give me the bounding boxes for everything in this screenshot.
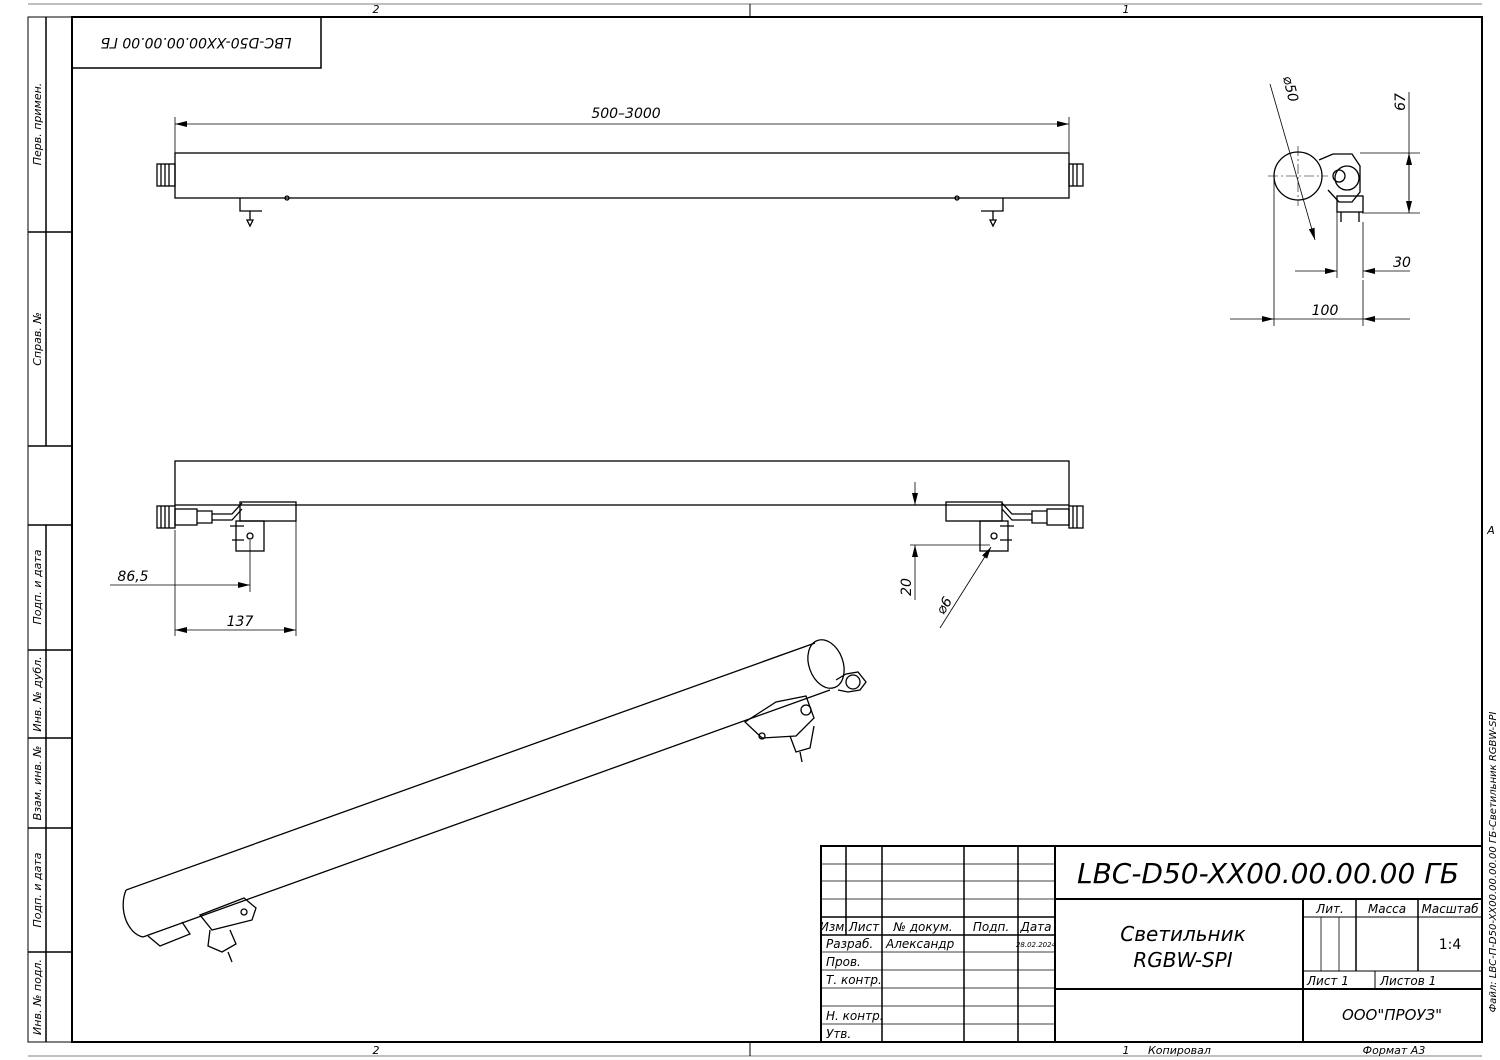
dim-drop: [910, 482, 990, 600]
zone-label-top-right: 1: [1123, 3, 1130, 16]
title-designation: LBC-D50-XX00.00.00.00 ГБ: [1077, 857, 1459, 890]
end-view-centerlines: [1268, 146, 1328, 206]
title-name-line1: Светильник: [1120, 922, 1245, 946]
code-stamp-box: [71, 16, 322, 69]
tb-razrab: Разраб.: [826, 937, 873, 951]
tb-sheet: Лист 1: [1306, 974, 1349, 988]
tb-razrab-date: 28.02.2024: [1016, 941, 1056, 949]
dim-length: [174, 117, 1070, 153]
dim-hole: [939, 546, 992, 629]
side-columns: [28, 17, 72, 1042]
sheet-frame: [27, 3, 1483, 1057]
dim-length-label: 500–3000: [591, 106, 660, 122]
tb-lit: Лит.: [1315, 902, 1344, 916]
side-inv-podl: Инв. № подл.: [31, 959, 44, 1035]
dim-width-label: 100: [1312, 303, 1339, 319]
zone-label-bottom-left: 2: [373, 1044, 380, 1057]
dim-edge-offset: [110, 530, 251, 636]
file-note: Файл: LBC-П-D50-XX00.00.00.00 ГБ-Светиль…: [1488, 712, 1499, 1013]
footer-format: Формат А3: [1363, 1044, 1426, 1057]
tb-col-list: Лист: [848, 920, 880, 934]
dim-bracket-pos: [175, 521, 297, 636]
front-view: [156, 460, 1084, 552]
dim-diameter-label: ⌀50: [1279, 74, 1301, 103]
isometric-view: [122, 639, 867, 963]
tb-col-data: Дата: [1019, 920, 1051, 934]
dim-bracket-pos-label: 137: [227, 614, 254, 630]
dim-bracket-offset-label: 30: [1393, 255, 1411, 271]
end-view: [1273, 151, 1364, 222]
tb-utv: Утв.: [826, 1027, 851, 1041]
dim-height: [1360, 92, 1420, 214]
dim-edge-offset-label: 86,5: [117, 569, 148, 585]
tb-razrab-name: Александр: [885, 937, 955, 951]
tb-sheets: Листов 1: [1379, 974, 1436, 988]
side-sprav-no: Справ. №: [31, 312, 44, 366]
tb-scale: 1:4: [1439, 937, 1462, 953]
tb-col-doc: № докум.: [892, 920, 952, 934]
tb-org: ООО"ПРОУЗ": [1342, 1006, 1442, 1024]
tb-col-izm: Изм.: [820, 920, 848, 934]
tb-masshtab: Масштаб: [1421, 902, 1479, 916]
tb-col-podp: Подп.: [973, 920, 1009, 934]
side-inv-dubl: Инв. № дубл.: [31, 656, 44, 731]
dim-bracket-offset: [1295, 212, 1410, 278]
side-perv-primen: Перв. примен.: [31, 83, 44, 166]
tb-t-kontr: Т. контр.: [826, 973, 882, 987]
tb-n-kontr: Н. контр.: [826, 1009, 884, 1023]
side-vzam-inv: Взам. инв. №: [31, 746, 44, 821]
dim-diameter: [1269, 83, 1316, 241]
dim-hole-label: ⌀6: [933, 594, 956, 617]
tb-prov: Пров.: [826, 955, 861, 969]
dim-height-label: 67: [1393, 93, 1409, 111]
side-podp-data-1: Подп. и дата: [31, 549, 44, 624]
zone-label-side: A: [1486, 524, 1495, 537]
dim-drop-label: 20: [899, 578, 915, 596]
top-view: [156, 152, 1084, 228]
code-stamp-mirrored: LBC-D50-XX00.00.00.00 ГБ: [100, 34, 291, 50]
footer-kopiroval: Копировал: [1148, 1044, 1211, 1057]
side-podp-data-2: Подп. и дата: [31, 852, 44, 927]
zone-label-bottom-right: 1: [1123, 1044, 1130, 1057]
dim-width: [1230, 180, 1410, 326]
title-block: [820, 845, 1483, 1043]
title-name-line2: RGBW-SPI: [1133, 948, 1232, 972]
zone-label-top-left: 2: [373, 3, 380, 16]
tb-massa: Масса: [1368, 902, 1406, 916]
